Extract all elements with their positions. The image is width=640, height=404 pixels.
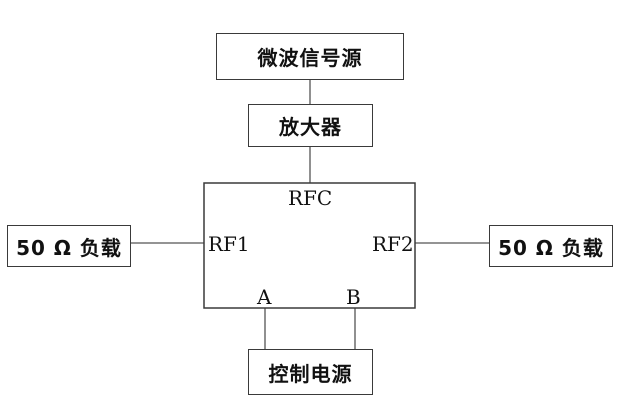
amplifier-block: 放大器 [248,104,373,147]
port-rfc-label: RFC [288,186,333,210]
left-load-label: 50 Ω 负载 [16,235,122,260]
microwave-source-block: 微波信号源 [216,33,404,80]
right-load-label: 50 Ω 负载 [498,235,604,260]
amplifier-label: 放大器 [279,115,342,139]
port-b-label: B [346,285,361,309]
control-power-block: 控制电源 [248,349,373,395]
port-rf2-label: RF2 [372,232,414,256]
control-power-label: 控制电源 [268,361,353,386]
right-load-block: 50 Ω 负载 [489,225,613,267]
left-load-block: 50 Ω 负载 [7,225,131,267]
port-rf1-label: RF1 [208,232,250,256]
port-a-label: A [257,285,272,309]
microwave-source-label: 微波信号源 [257,46,363,70]
rf-switch-body [203,182,416,309]
